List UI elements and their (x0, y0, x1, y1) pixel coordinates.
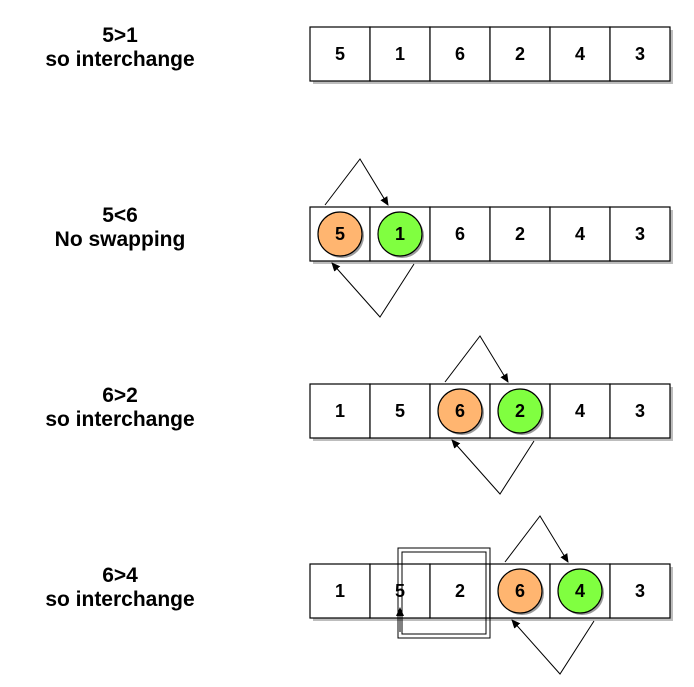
cell-box (549, 383, 611, 439)
array-cell: 2 (429, 563, 491, 619)
cell-value: 5 (335, 224, 345, 244)
step-1-caption: 5>1 so interchange (0, 24, 240, 72)
cell-box (309, 563, 371, 619)
cell-value: 3 (635, 581, 645, 601)
swap-box-outer (397, 547, 491, 639)
cell-value: 1 (335, 401, 345, 421)
array-cell: 1 (309, 563, 371, 619)
orange-compare-circle (437, 388, 483, 434)
cell-value: 6 (515, 581, 525, 601)
swap-box-inner (401, 551, 487, 635)
cell-value: 6 (455, 401, 465, 421)
cell-box (369, 26, 431, 82)
cell-value: 2 (455, 581, 465, 601)
cell-value: 4 (575, 581, 585, 601)
cell-value: 5 (395, 401, 405, 421)
array-row-3: 1 5 6 2 4 3 (309, 335, 673, 495)
cell-value: 4 (575, 224, 585, 244)
cell-value: 2 (515, 224, 525, 244)
array-cell: 6 (429, 206, 491, 262)
array-row-2: 5 1 6 2 4 3 (309, 158, 673, 318)
array-cell: 3 (609, 383, 671, 439)
cell-value: 6 (455, 44, 465, 64)
cell-value: 4 (575, 44, 585, 64)
array-cell: 4 (549, 383, 611, 439)
cell-box (609, 563, 671, 619)
cell-value: 4 (575, 401, 585, 421)
cell-box (309, 383, 371, 439)
cell-box (429, 563, 491, 619)
swap-arrow-forward (444, 335, 509, 383)
cell-box (489, 206, 551, 262)
green-compare-circle (377, 211, 423, 257)
array-cell: 2 (489, 206, 551, 262)
array-cell: 3 (609, 563, 671, 619)
step-2-action: No swapping (54, 228, 186, 251)
step-4-comparison: 6>4 (102, 564, 138, 587)
array-cell: 3 (609, 206, 671, 262)
cell-value: 2 (515, 401, 525, 421)
array-cell: 4 (549, 26, 611, 82)
cell-value: 1 (395, 224, 405, 244)
cell-value: 3 (635, 44, 645, 64)
step-3-comparison: 6>2 (102, 384, 138, 407)
array-cell: 1 (369, 26, 431, 82)
array-cell: 6 (429, 383, 491, 439)
array-row-4: 1 5 2 6 4 3 (309, 515, 673, 675)
array-row-1: 5 1 6 2 4 3 (309, 26, 673, 84)
step-3-caption: 6>2 so interchange (0, 384, 240, 432)
swap-arrow-backward (451, 439, 535, 495)
step-3-action: so interchange (45, 408, 195, 431)
cell-value: 3 (635, 224, 645, 244)
array-cell: 2 (489, 383, 551, 439)
green-compare-circle (497, 388, 543, 434)
step-1-comparison: 5>1 (102, 24, 138, 47)
cell-value: 3 (635, 401, 645, 421)
orange-compare-circle (317, 211, 363, 257)
array-cell: 4 (549, 206, 611, 262)
cell-value: 2 (515, 44, 525, 64)
cell-value: 5 (395, 581, 405, 601)
step-2-comparison: 5<6 (102, 204, 138, 227)
array-cell: 5 (309, 206, 371, 262)
cell-box (549, 206, 611, 262)
orange-compare-circle (497, 568, 543, 614)
cell-box (489, 26, 551, 82)
array-cell: 6 (489, 563, 551, 619)
swap-arrow-backward (511, 619, 595, 675)
array-cell: 6 (429, 26, 491, 82)
array-cell: 1 (369, 206, 431, 262)
cell-box (549, 26, 611, 82)
cell-value: 6 (455, 224, 465, 244)
array-cell: 2 (489, 26, 551, 82)
swap-arrow-forward (324, 158, 389, 206)
cell-box (429, 26, 491, 82)
step-4-action: so interchange (45, 588, 195, 611)
step-1-action: so interchange (45, 48, 195, 71)
step-2-caption: 5<6 No swapping (0, 204, 240, 252)
cell-box (609, 383, 671, 439)
cell-box (429, 206, 491, 262)
green-compare-circle (557, 568, 603, 614)
array-cell: 5 (369, 383, 431, 439)
cell-box (309, 26, 371, 82)
array-cell: 5 (309, 26, 371, 82)
cell-value: 1 (335, 581, 345, 601)
step-4-caption: 6>4 so interchange (0, 564, 240, 612)
swap-arrow-forward (504, 515, 569, 563)
cell-box (609, 26, 671, 82)
array-cell: 4 (549, 563, 611, 619)
array-cell: 3 (609, 26, 671, 82)
cell-box (609, 206, 671, 262)
cell-value: 5 (335, 44, 345, 64)
array-cell: 1 (309, 383, 371, 439)
swap-arrow-backward (331, 262, 415, 318)
cell-box (369, 383, 431, 439)
cell-value: 1 (395, 44, 405, 64)
